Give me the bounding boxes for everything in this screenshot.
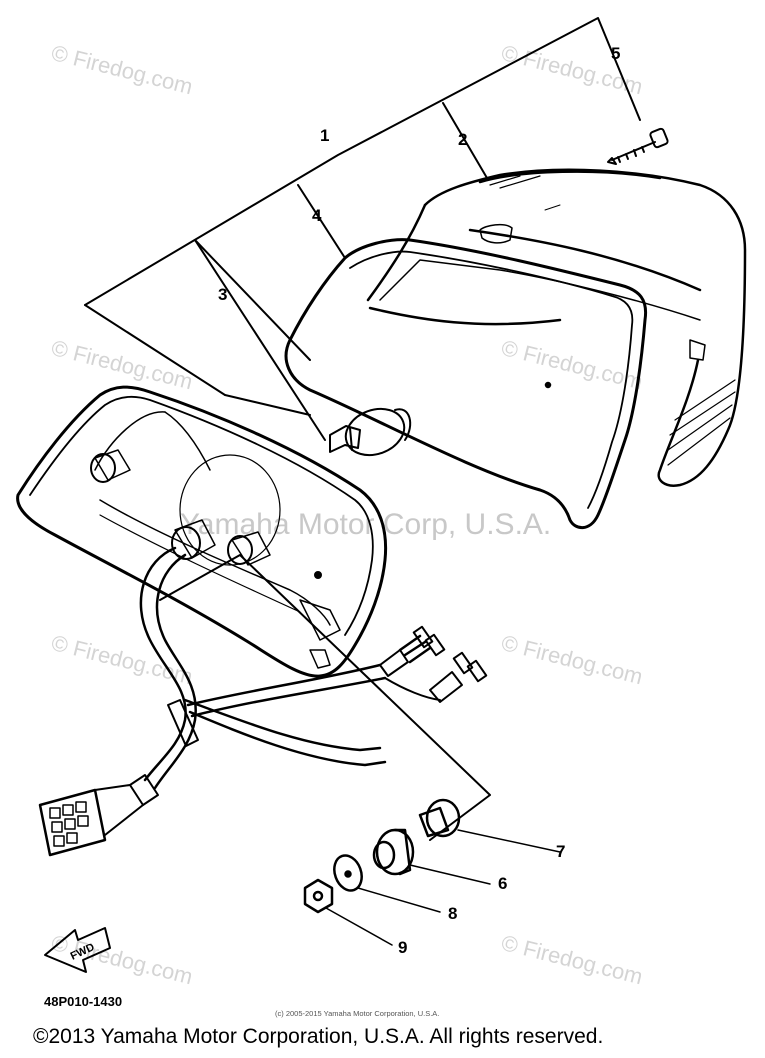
callout-8: 8	[448, 904, 458, 923]
part-number: 48P010-1430	[44, 994, 123, 1009]
callout-2: 2	[458, 130, 468, 149]
callout-7: 7	[556, 842, 566, 861]
small-copyright: (c) 2005-2015 Yamaha Motor Corporation, …	[275, 1009, 440, 1018]
hardware-parts	[303, 798, 561, 946]
callout-9: 9	[398, 938, 408, 957]
callout-4: 4	[312, 206, 322, 225]
callout-leaders	[84, 17, 641, 441]
lens-part	[366, 168, 747, 487]
callout-leaders	[159, 554, 491, 841]
callout-3: 3	[218, 285, 228, 304]
footer-copyright: ©2013 Yamaha Motor Corporation, U.S.A. A…	[33, 1025, 604, 1048]
callout-5: 5	[611, 44, 621, 63]
housing-part	[16, 385, 388, 678]
callout-1: 1	[320, 126, 330, 145]
fwd-arrow-icon	[44, 927, 111, 973]
bulb-part	[329, 407, 412, 457]
callout-6: 6	[498, 874, 508, 893]
screw-part	[607, 127, 669, 165]
gasket-part	[284, 238, 648, 530]
wiring-harness	[38, 546, 488, 857]
